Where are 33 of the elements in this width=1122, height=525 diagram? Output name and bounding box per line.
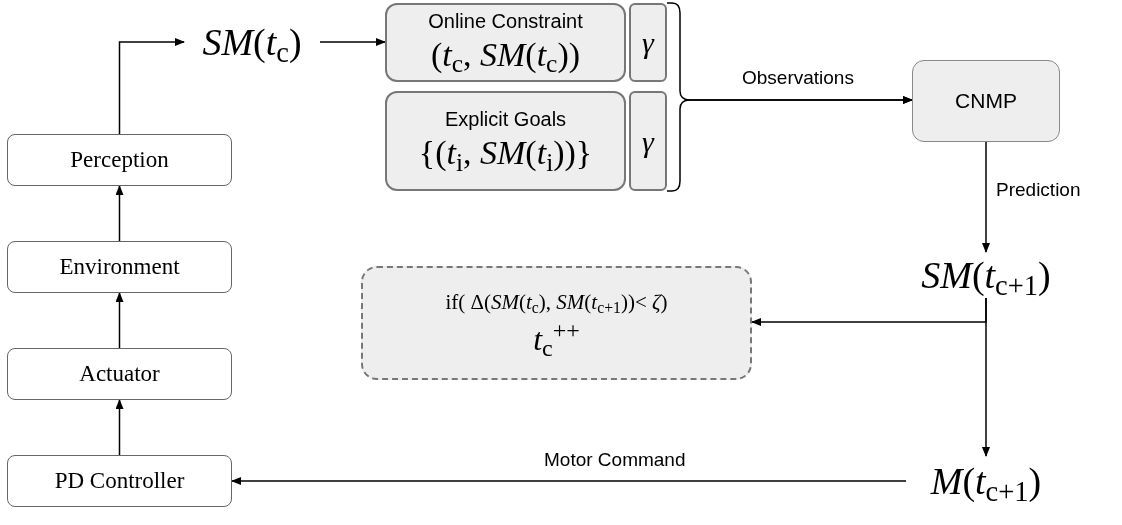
box-label: γ xyxy=(642,25,654,61)
process-box xyxy=(7,348,232,400)
arrow xyxy=(115,292,124,349)
box-label: Perception xyxy=(70,145,169,174)
arrow xyxy=(982,297,990,457)
process-box xyxy=(7,455,232,507)
process-box xyxy=(7,241,232,293)
box-label: γ xyxy=(642,123,654,160)
arrow xyxy=(118,38,185,135)
arrow xyxy=(982,141,990,253)
box-label: if( Δ(SM(t$_{c}$), SM(t$_{c+1}$))< ζ) xyxy=(445,289,668,319)
box-label: {(t$_{i}$, SM(t$_{i}$))} xyxy=(418,133,593,175)
box-label: Actuator xyxy=(79,359,160,388)
condition-box xyxy=(361,266,752,380)
math-label: SM(t$_{c+1}$) xyxy=(902,252,1070,298)
box-label: (t$_{c}$, SM(t$_{c}$)) xyxy=(430,34,581,77)
arrow xyxy=(115,399,124,456)
arrow xyxy=(231,477,907,485)
model-box xyxy=(912,60,1060,142)
box-label: CNMP xyxy=(955,88,1017,115)
math-label: M(t$_{c+1}$) xyxy=(906,456,1066,506)
box-label: PD Controller xyxy=(54,466,185,495)
arrow xyxy=(115,185,124,242)
math-label: SM(t$_{c}$) xyxy=(184,18,320,66)
input-box xyxy=(385,91,626,191)
process-box xyxy=(7,134,232,186)
arrow xyxy=(319,38,386,46)
weight-box xyxy=(629,91,667,191)
weight-box xyxy=(629,3,667,82)
box-label: Explicit Goals xyxy=(444,107,567,133)
input-box xyxy=(385,3,626,82)
box-label: Environment xyxy=(59,252,180,281)
box-label: Online Constraint xyxy=(428,8,583,34)
